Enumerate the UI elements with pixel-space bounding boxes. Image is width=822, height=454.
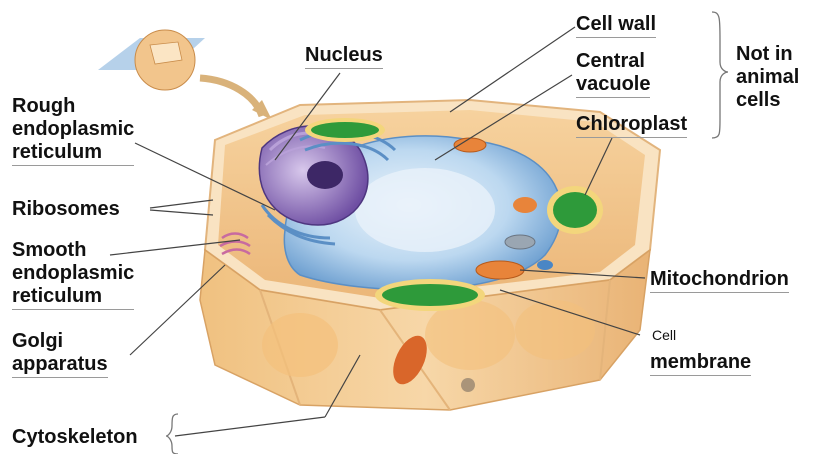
label-central-vacuole: Central vacuole xyxy=(576,50,650,98)
label-mitochondrion: Mitochondrion xyxy=(650,268,789,293)
label-cytoskeleton: Cytoskeleton xyxy=(12,426,138,449)
label-golgi: Golgi apparatus xyxy=(12,330,108,378)
cytoskeleton-bracket xyxy=(166,414,178,454)
label-not-in-animal-cells: Not in animal cells xyxy=(736,43,799,112)
label-cell-wall: Cell wall xyxy=(576,13,656,38)
not-in-animal-bracket xyxy=(712,12,728,138)
label-chloroplast: Chloroplast xyxy=(576,113,687,138)
label-ribosomes: Ribosomes xyxy=(12,198,120,221)
label-smooth-er: Smooth endoplasmic reticulum xyxy=(12,239,134,310)
label-nucleus: Nucleus xyxy=(305,44,383,69)
label-cell-small: Cell xyxy=(652,327,676,343)
label-membrane: membrane xyxy=(650,351,751,376)
label-rough-er: Rough endoplasmic reticulum xyxy=(12,95,134,166)
